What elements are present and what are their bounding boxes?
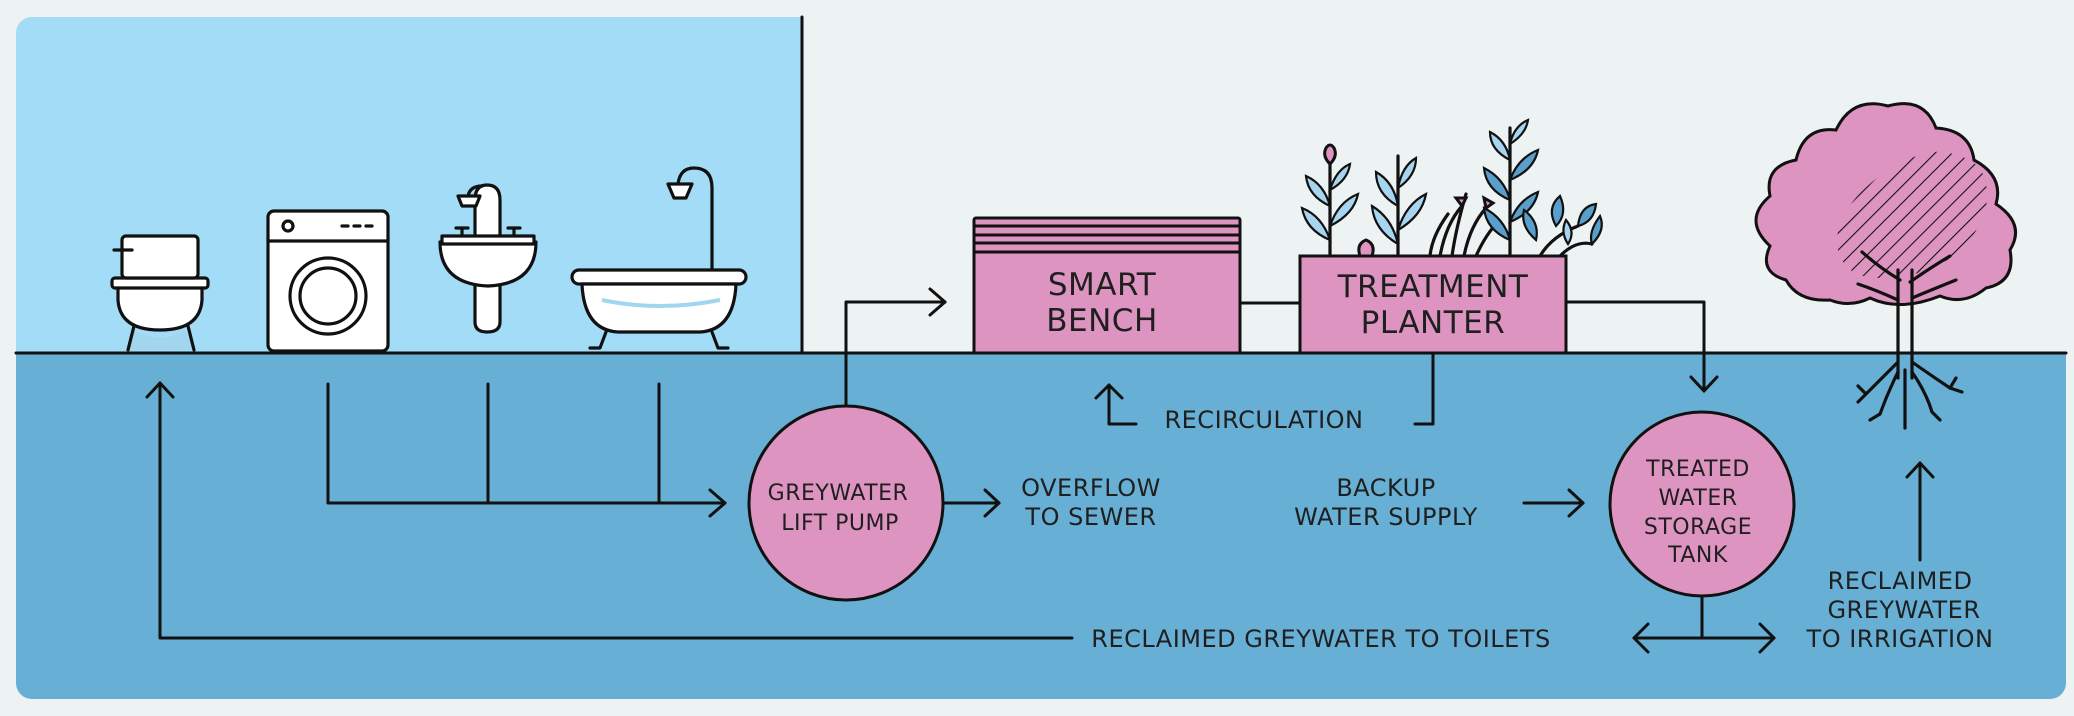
irrigation-arrow xyxy=(1905,461,1935,562)
tree-icon xyxy=(1754,102,2018,430)
storage-tank-label-1: TREATED xyxy=(1645,457,1750,482)
bathtub-icon xyxy=(570,166,748,350)
plant-icon xyxy=(1300,118,1603,258)
to-toilets-label: RECLAIMED GREYWATER TO TOILETS xyxy=(1091,625,1550,653)
recirculation-label: RECIRCULATION xyxy=(1164,406,1363,434)
storage-tank-label-3: STORAGE xyxy=(1644,515,1752,540)
lift-pump-label-2: LIFT PUMP xyxy=(781,511,899,536)
background-panels xyxy=(16,17,2066,699)
irrigation-label-2: GREYWATER xyxy=(1827,596,1980,624)
smart-bench-label-2: BENCH xyxy=(1046,303,1158,339)
treatment-planter-box xyxy=(1298,254,1568,355)
toilet-icon xyxy=(110,234,210,352)
treatment-planter-label-2: PLANTER xyxy=(1361,305,1506,341)
to-toilets-arrow xyxy=(145,381,1074,640)
smart-bench-label-1: SMART xyxy=(1048,267,1157,303)
backup-label-2: WATER SUPPLY xyxy=(1294,503,1478,531)
irrigation-label-3: TO IRRIGATION xyxy=(1806,625,1994,653)
tank-outlet-arrows xyxy=(1632,594,1776,654)
overflow-label-1: OVERFLOW xyxy=(1021,474,1161,502)
backup-arrow xyxy=(1522,488,1585,518)
storage-tank-label-2: WATER xyxy=(1658,486,1737,511)
storage-tank-label-4: TANK xyxy=(1667,543,1728,568)
washing-machine-icon xyxy=(266,209,390,353)
planter-to-tank-arrow xyxy=(1564,300,1719,393)
irrigation-label-1: RECLAIMED xyxy=(1828,567,1973,595)
arrow-icon xyxy=(844,287,947,408)
greywater-lift-pump: GREYWATER LIFT PUMP xyxy=(747,404,945,602)
smart-bench: SMART BENCH xyxy=(972,216,1242,355)
recirculation-arrow xyxy=(1094,351,1435,426)
overflow-label-2: TO SEWER xyxy=(1024,503,1156,531)
lift-pump-label-1: GREYWATER xyxy=(768,481,909,506)
treatment-planter: TREATMENT PLANTER xyxy=(1298,254,1568,355)
treatment-planter-label-1: TREATMENT xyxy=(1337,269,1529,305)
backup-label-1: BACKUP xyxy=(1336,474,1435,502)
sink-icon xyxy=(438,183,538,334)
overflow-arrow xyxy=(942,488,1001,518)
drain-lines xyxy=(326,382,727,518)
treated-water-storage-tank: TREATED WATER STORAGE TANK xyxy=(1608,410,1796,598)
